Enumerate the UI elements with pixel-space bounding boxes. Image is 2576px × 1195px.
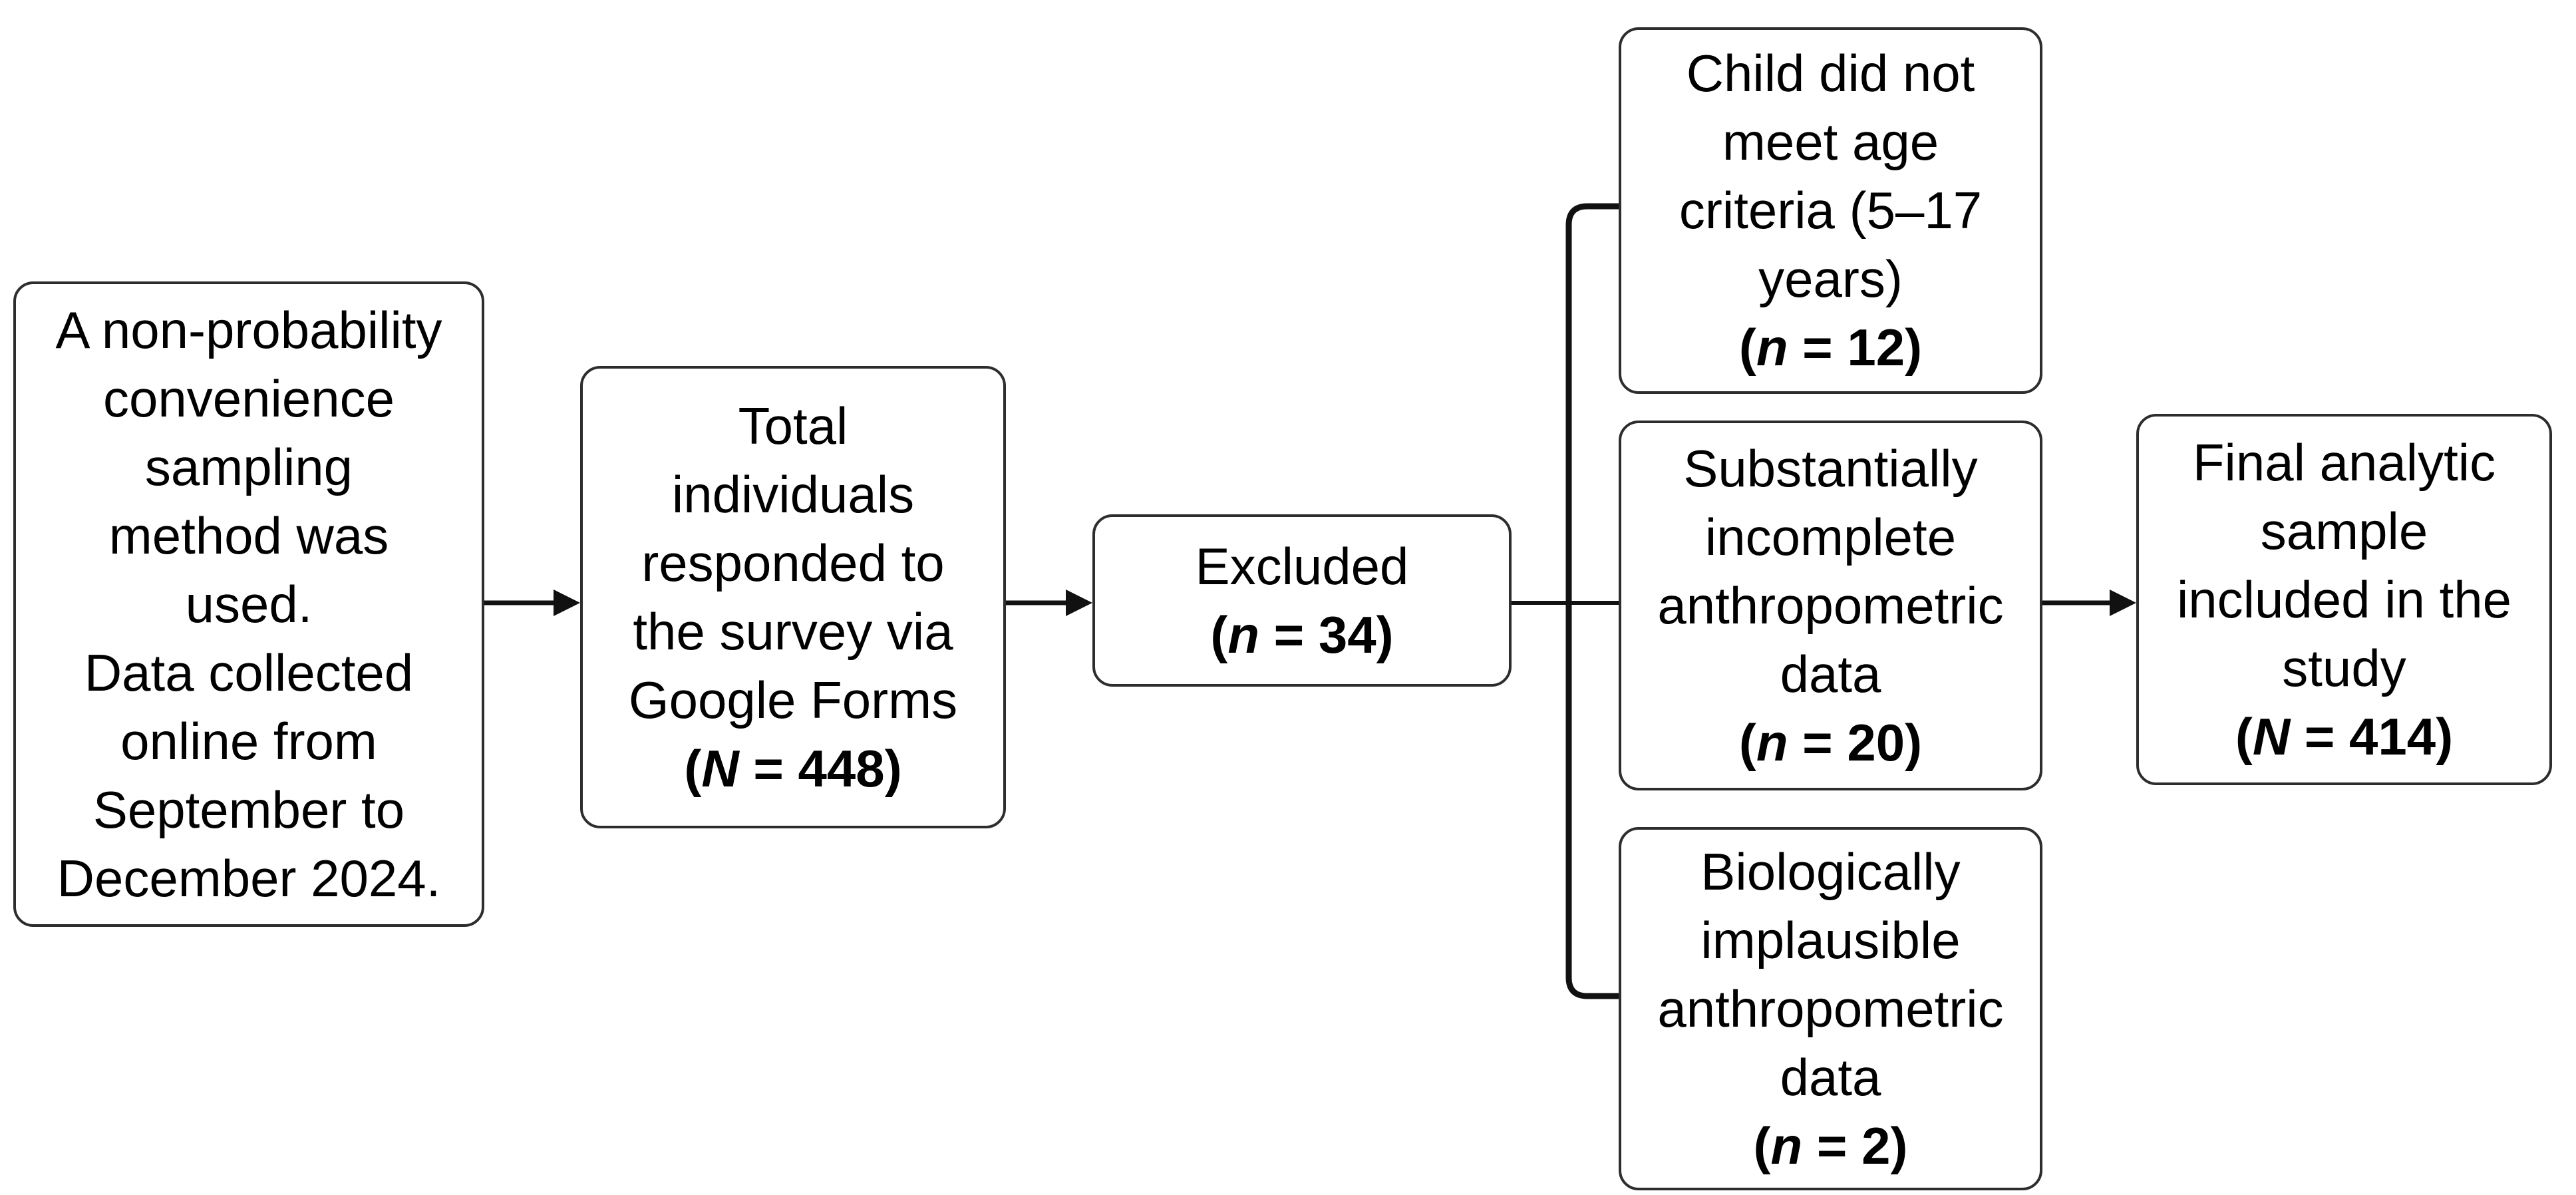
arrow-incomplete-to-final-head bbox=[2110, 590, 2136, 616]
age-criteria-count: (n = 12) bbox=[1738, 318, 1923, 377]
box-excluded: Excluded (n = 34) bbox=[1092, 514, 1512, 687]
excluded-count: (n = 34) bbox=[1210, 605, 1394, 664]
arrow-total-to-excluded-head bbox=[1066, 590, 1092, 616]
arrow-sampling-to-total-head bbox=[554, 590, 580, 616]
total-respondents-count: (N = 448) bbox=[684, 739, 902, 798]
bracket-exclusion-branches bbox=[1565, 203, 1619, 999]
incomplete-anthropometric-count: (n = 20) bbox=[1738, 713, 1923, 772]
excluded-text: Excluded bbox=[1195, 536, 1409, 596]
implausible-anthropometric-count: (n = 2) bbox=[1753, 1116, 1908, 1175]
final-sample-count: (N = 414) bbox=[2235, 707, 2454, 766]
